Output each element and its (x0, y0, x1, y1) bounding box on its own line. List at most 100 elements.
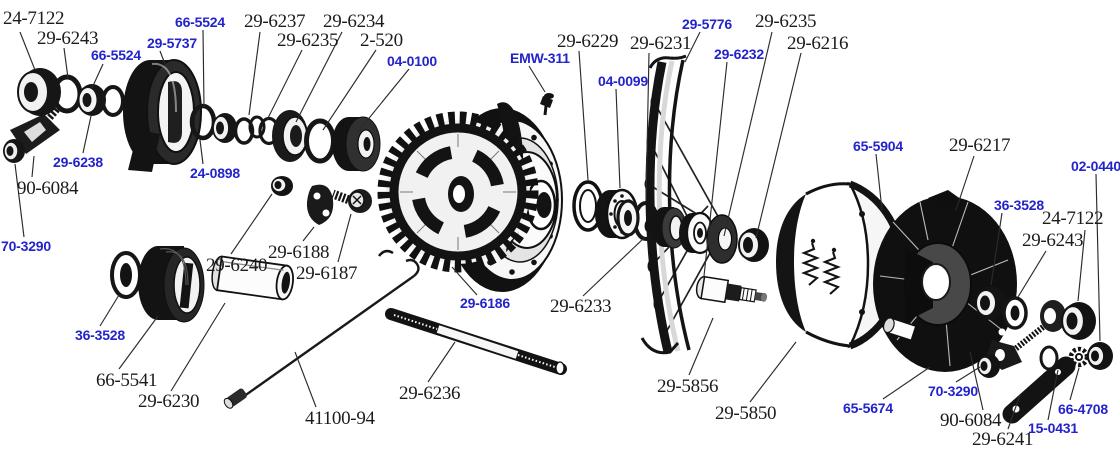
part-label: 66-5524 (91, 47, 141, 63)
leader-line (528, 65, 546, 93)
leader-line (199, 139, 204, 165)
leader-line (1095, 173, 1101, 342)
part-label: 65-5674 (843, 400, 893, 416)
hub-stud (385, 308, 567, 375)
part-label: 04-0099 (598, 73, 648, 89)
leader-line (31, 155, 35, 178)
part-label: 29-6236 (399, 383, 461, 404)
part-label: 2-520 (360, 30, 403, 51)
plain-washer-15-0431 (1039, 345, 1059, 371)
part-label: 29-6216 (787, 33, 849, 54)
leader-line (615, 88, 621, 189)
leader-line (337, 213, 352, 263)
leader-line (955, 155, 975, 211)
part-label: 29-6232 (714, 46, 764, 62)
part-label: 29-6217 (949, 135, 1011, 156)
star-washer (1068, 346, 1090, 368)
big-nut-right (1060, 302, 1096, 340)
bearing-retainer (332, 116, 381, 172)
spoke-nipples (644, 96, 668, 342)
part-label: 29-6186 (460, 295, 510, 311)
leader-line (723, 31, 773, 237)
leader-line (159, 50, 166, 65)
part-label: 02-0440 (1071, 158, 1120, 174)
brake-cam-spindle (695, 275, 768, 304)
part-label: 90-6084 (17, 178, 79, 199)
leader-line (755, 52, 802, 239)
brake-backing-plate (873, 190, 1017, 372)
bearing-cover-drum (138, 246, 205, 323)
part-label: 29-6234 (323, 11, 385, 32)
part-label: 29-6230 (138, 391, 200, 412)
flanged-cup (272, 110, 308, 162)
part-label: 29-6233 (550, 296, 612, 317)
part-label: 24-7122 (1042, 208, 1104, 229)
leader-line (749, 341, 797, 403)
part-label: 29-6241 (972, 429, 1034, 450)
leader-line (63, 47, 69, 79)
leader-line (1069, 367, 1080, 401)
leader-line (19, 31, 36, 71)
part-label: 29-6237 (244, 11, 306, 32)
part-label: 29-5776 (682, 16, 732, 32)
leader-line (99, 294, 120, 327)
washer-36-3528-left (110, 251, 142, 299)
lock-bolt (331, 189, 372, 213)
leader-line (688, 317, 714, 376)
part-label: 24-7122 (3, 8, 65, 29)
leader-line (955, 366, 981, 383)
leader-line (1047, 369, 1059, 421)
leader-line (302, 226, 315, 242)
spoke-hook (378, 249, 394, 257)
part-label: 29-6188 (268, 242, 330, 263)
part-label: 36-3528 (994, 197, 1044, 213)
hex-nut (77, 84, 106, 116)
leader-line (230, 193, 273, 255)
spoke (223, 258, 420, 409)
part-label: 24-0898 (190, 165, 240, 181)
part-label: 29-6243 (1022, 230, 1084, 251)
leader-line (82, 115, 92, 154)
leader-line (427, 341, 456, 383)
leader-line (202, 29, 205, 108)
hub-washer-stack (616, 199, 769, 264)
distance-tube (211, 255, 294, 301)
part-label: 29-6231 (630, 33, 692, 54)
part-label: 15-0431 (1028, 420, 1078, 436)
leader-line (645, 52, 650, 202)
leader-line (875, 153, 883, 211)
grease-nipple (540, 93, 554, 116)
part-label: 66-5541 (96, 370, 158, 391)
leader-line (578, 50, 589, 181)
leader-line (118, 315, 159, 370)
leader-line (990, 212, 1003, 286)
leader-lines (14, 29, 1101, 430)
sprocket (377, 111, 539, 273)
part-label: 36-3528 (75, 327, 125, 343)
part-label: 29-5737 (147, 35, 197, 51)
nut-70-3290-right (977, 354, 1000, 378)
leader-line (1077, 229, 1086, 302)
part-label: 70-3290 (1, 238, 51, 254)
leader-line (703, 61, 728, 277)
hex-nut-right (975, 286, 1006, 320)
part-label: 04-0100 (387, 53, 437, 69)
part-label: 29-6187 (296, 263, 358, 284)
part-label: 65-5904 (853, 138, 903, 154)
part-label: 29-6243 (37, 28, 99, 49)
part-label: EMW-311 (510, 50, 570, 66)
stud-nut (271, 176, 293, 196)
part-label: 29-6235 (755, 11, 817, 32)
leader-line (266, 49, 303, 121)
part-label: 29-5856 (657, 376, 719, 397)
leader-line (248, 31, 261, 116)
leader-line (882, 366, 931, 400)
end-nut (1087, 342, 1113, 370)
part-label: 29-6235 (277, 30, 339, 51)
part-label: 41100-94 (305, 408, 375, 429)
leader-line (170, 302, 226, 392)
shoe-springs (801, 242, 841, 295)
leader-line (451, 266, 478, 296)
